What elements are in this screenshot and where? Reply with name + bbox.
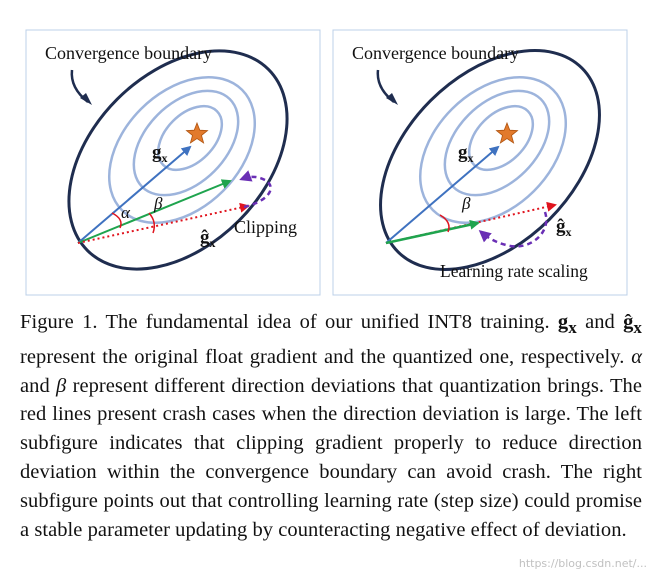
right-gx-label: gx (458, 142, 474, 165)
optimum-star-icon (495, 121, 519, 144)
gx-symbol: gx (557, 311, 577, 338)
beta-angle-arc (148, 212, 156, 234)
clipped-gradient-arrow (77, 179, 232, 244)
lr-scaling-curve (478, 211, 548, 248)
caption-text: represent different direction deviations… (20, 374, 642, 541)
left-ghat-label: ĝx (200, 227, 216, 250)
boundary-pointer-head (386, 93, 398, 105)
right-beta-label: β (461, 194, 471, 213)
alpha-angle-arc (111, 212, 122, 229)
caption-text: Figure 1. The fundamental idea of our un… (20, 311, 558, 333)
left-beta-label: β (153, 194, 163, 213)
lr-scaling-label: Learning rate scaling (440, 261, 588, 281)
contour-inner (467, 104, 535, 172)
contour-inner (156, 104, 224, 172)
optimum-star-icon (185, 121, 209, 144)
beta-symbol: β (56, 374, 67, 397)
left-title: Convergence boundary (45, 43, 212, 63)
gradient-arrow (385, 145, 500, 244)
caption-text: represent the original float gradient an… (20, 345, 632, 368)
convergence-boundary (379, 49, 601, 271)
right-title: Convergence boundary (352, 43, 519, 63)
beta-angle-arc (439, 214, 450, 233)
contour-middle (443, 89, 551, 197)
figure-caption: Figure 1. The fundamental idea of our un… (20, 308, 642, 544)
caption-text: and (576, 311, 624, 333)
clipping-curve (239, 170, 272, 209)
left-subfigure: Convergence boundary gx α β ĝx Clipping (25, 29, 321, 296)
quantized-gradient-line (77, 202, 250, 244)
caption-text: and (20, 374, 57, 397)
left-alpha-label: α (121, 203, 131, 222)
watermark: https://blog.csdn.net/... (518, 557, 647, 570)
clipping-label: Clipping (234, 217, 297, 237)
boundary-pointer-head (80, 93, 92, 105)
figure-1: Convergence boundary gx α β ĝx Clipping … (25, 29, 628, 296)
ghat-symbol: ĝx (623, 311, 643, 338)
convergence-boundary (67, 49, 289, 271)
gradient-arrow (77, 145, 192, 244)
contour-outer (107, 75, 257, 225)
alpha-symbol: α (631, 345, 642, 368)
right-subfigure: Convergence boundary gx β ĝx Learning ra… (332, 29, 628, 296)
contour-outer (418, 75, 568, 225)
left-gx-label: gx (152, 142, 168, 165)
scaled-gradient-arrow (385, 219, 480, 245)
right-ghat-label: ĝx (556, 216, 572, 239)
